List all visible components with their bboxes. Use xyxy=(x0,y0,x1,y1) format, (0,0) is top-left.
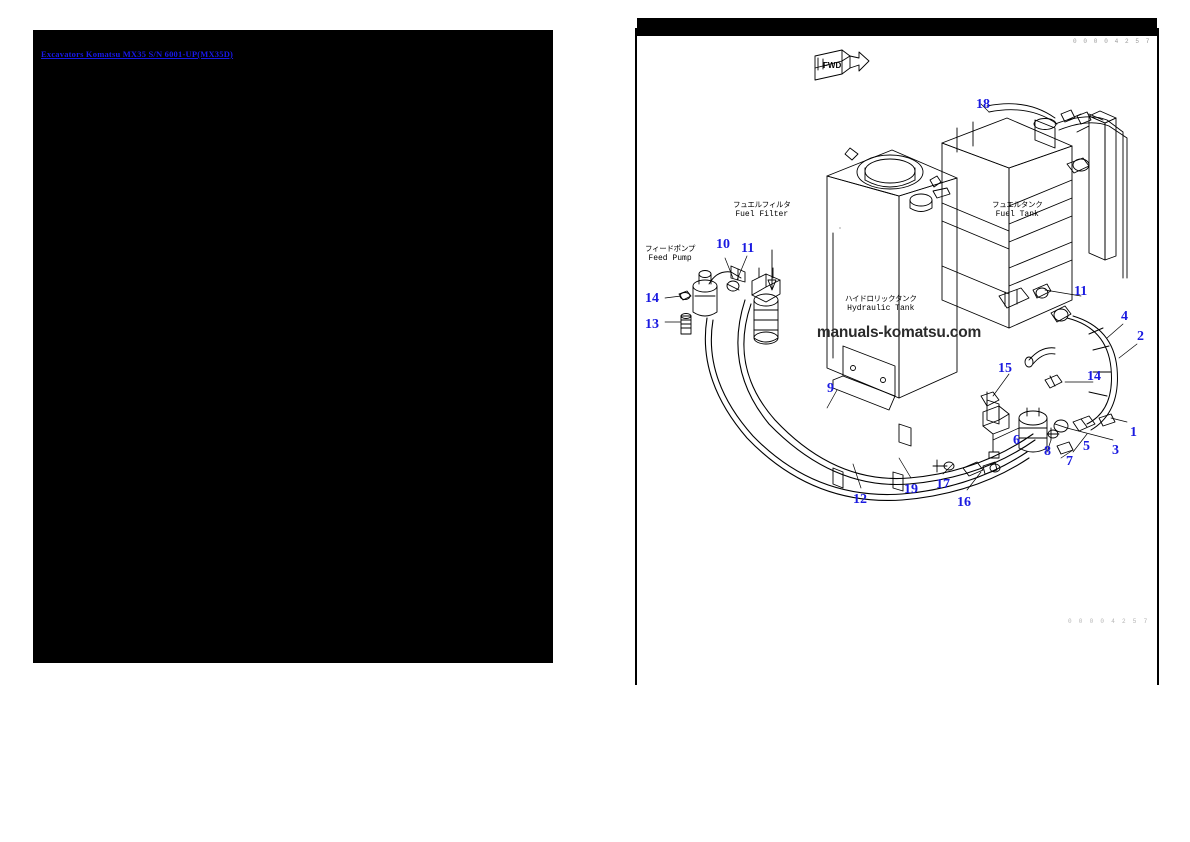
component-label-fuel-filter: フュエルフィルタ Fuel Filter xyxy=(733,200,791,220)
bolt-hardware xyxy=(932,427,1074,477)
label-jp: ハイドロリックタンク xyxy=(845,294,917,303)
label-en: Fuel Filter xyxy=(735,210,789,219)
mounting-bracket xyxy=(982,405,1010,459)
diagram-header-bar xyxy=(637,18,1157,36)
component-label-fuel-tank: フュエルタンク Fuel Tank xyxy=(992,200,1043,220)
part-callout-5[interactable]: 5 xyxy=(1083,439,1090,454)
part-callout-11-tank[interactable]: 11 xyxy=(1074,284,1088,299)
part-callout-12[interactable]: 12 xyxy=(853,492,867,507)
part-callout-4[interactable]: 4 xyxy=(1121,309,1128,324)
part-callout-3[interactable]: 3 xyxy=(1112,443,1119,458)
part-callout-11-filter[interactable]: 11 xyxy=(741,241,755,256)
catalog-title-link[interactable]: Excavators Komatsu MX35 S/N 6001-UP(MX35… xyxy=(41,49,234,59)
label-en: Fuel Tank xyxy=(995,210,1039,219)
fwd-marker-label: FWD xyxy=(823,61,842,70)
site-watermark: manuals-komatsu.com xyxy=(816,324,982,341)
strainer-element xyxy=(1018,407,1048,453)
label-jp: フュエルタンク xyxy=(992,200,1043,209)
part-callout-7[interactable]: 7 xyxy=(1066,454,1073,469)
feed-pump-assembly xyxy=(678,270,718,335)
part-callout-10[interactable]: 10 xyxy=(716,237,730,252)
hose-2-connector xyxy=(1024,347,1056,368)
hydraulic-tank-body xyxy=(826,147,958,411)
clamp-15 xyxy=(980,391,1000,407)
hose-clamps xyxy=(832,399,1000,492)
parts-diagram-panel: 0 0 0 0 4 2 5 7 xyxy=(635,18,1159,685)
label-jp: フィードポンプ xyxy=(645,244,696,253)
part-callout-17[interactable]: 17 xyxy=(936,477,950,492)
part-callout-14-right[interactable]: 14 xyxy=(1087,369,1101,384)
part-callout-14-pump[interactable]: 14 xyxy=(645,291,659,306)
diagram-linework xyxy=(664,49,1138,502)
part-callout-8[interactable]: 8 xyxy=(1044,444,1051,459)
part-callout-1[interactable]: 1 xyxy=(1130,425,1137,440)
part-callout-16[interactable]: 16 xyxy=(957,495,971,510)
label-en: Feed Pump xyxy=(648,254,692,263)
catalog-preview-panel: Excavators Komatsu MX35 S/N 6001-UP(MX35… xyxy=(33,30,553,663)
component-label-hydraulic-tank: ハイドロリックタンク Hydraulic Tank xyxy=(845,294,917,314)
part-callout-13[interactable]: 13 xyxy=(645,317,659,332)
label-jp: フュエルフィルタ xyxy=(733,200,791,209)
diagram-code-bottom: 0 0 0 0 4 2 5 7 xyxy=(1067,618,1149,625)
tank-vent-hose xyxy=(986,103,1128,279)
part-callout-2[interactable]: 2 xyxy=(1137,329,1144,344)
part-callout-9[interactable]: 9 xyxy=(827,381,834,396)
label-en: Hydraulic Tank xyxy=(847,304,915,313)
component-label-feed-pump: フィードポンプ Feed Pump xyxy=(645,244,695,264)
hose-elbow-fittings xyxy=(708,265,746,292)
part-callout-19[interactable]: 19 xyxy=(904,482,918,497)
return-pipe-loop xyxy=(1066,315,1118,431)
fwd-arrow-icon xyxy=(814,49,870,81)
part-callout-18[interactable]: 18 xyxy=(976,97,990,112)
callout-leader-lines xyxy=(664,103,1138,491)
hose-line-9 xyxy=(737,299,1036,486)
hose-line-12 xyxy=(704,317,1030,502)
part-callout-15[interactable]: 15 xyxy=(998,361,1012,376)
rear-guard-panel xyxy=(1076,110,1117,261)
part-callout-6[interactable]: 6 xyxy=(1013,433,1020,448)
pipe-end-fittings xyxy=(1053,413,1116,433)
grommet-14 xyxy=(1044,374,1063,389)
diagram-code-top: 0 0 0 0 4 2 5 7 xyxy=(1072,38,1151,45)
fuel-filter-assembly xyxy=(751,249,781,345)
fuel-tank-body xyxy=(941,117,1090,329)
